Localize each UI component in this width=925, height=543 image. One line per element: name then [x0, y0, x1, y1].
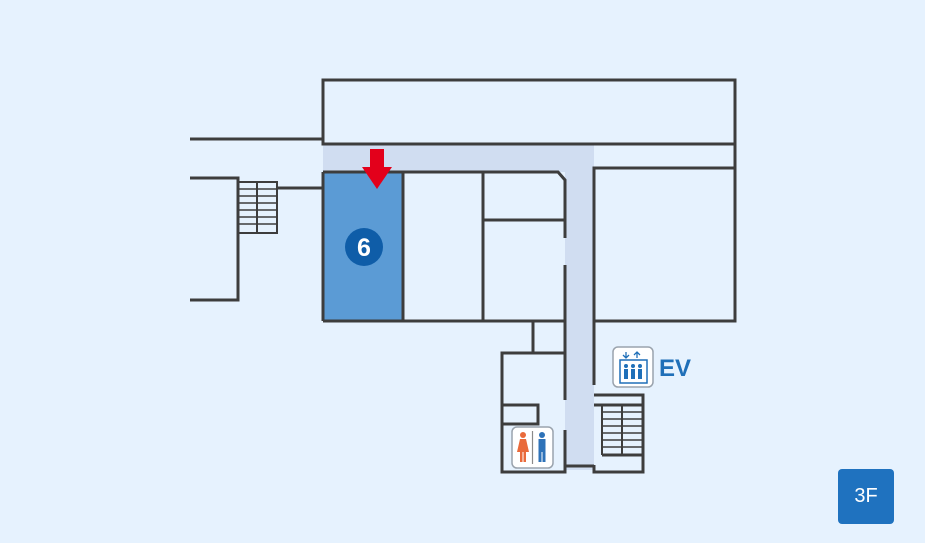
stairs-icon	[237, 181, 278, 234]
room-number: 6	[357, 234, 371, 262]
building-walls	[190, 78, 737, 474]
room-number-marker[interactable]: 6	[345, 228, 383, 266]
stairs-icon	[601, 405, 643, 455]
restroom-icon[interactable]	[511, 426, 554, 469]
elevator-icon[interactable]	[612, 346, 654, 388]
down-arrow-icon	[362, 149, 392, 189]
floor-badge[interactable]: 3F	[838, 469, 894, 524]
elevator-label: EV	[659, 355, 691, 382]
